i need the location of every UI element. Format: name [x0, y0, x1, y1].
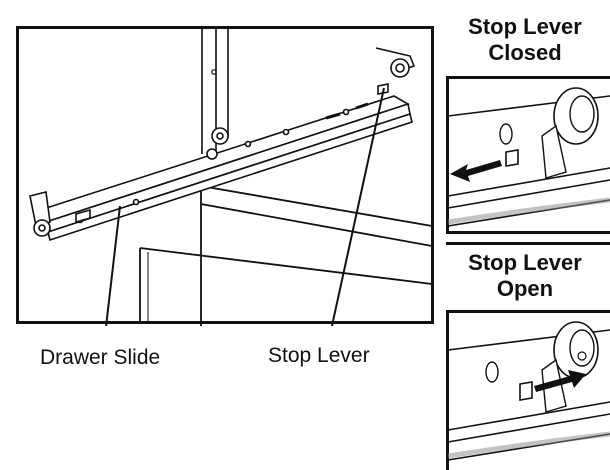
closed-arrow-icon — [450, 160, 502, 182]
drawer-slide — [29, 58, 413, 242]
panel-divider — [446, 242, 610, 245]
closed-title-line1: Stop Lever — [468, 14, 582, 39]
closed-title-line2: Closed — [488, 40, 562, 65]
open-title-line1: Stop Lever — [468, 250, 582, 275]
stop-lever-leader — [330, 87, 385, 326]
open-title-line2: Open — [496, 276, 554, 301]
stop-lever-label: Stop Lever — [268, 344, 370, 367]
open-arrow-icon — [534, 370, 586, 392]
closed-panel-title: Stop Lever Closed — [440, 14, 610, 66]
open-panel-title: Stop Lever Open — [440, 250, 610, 302]
drawer-slide-label: Drawer Slide — [40, 346, 161, 369]
closed-detail-view — [446, 76, 610, 234]
open-detail-view — [446, 310, 610, 470]
drawer-slide-leader — [105, 205, 121, 326]
main-illustration — [16, 26, 434, 326]
